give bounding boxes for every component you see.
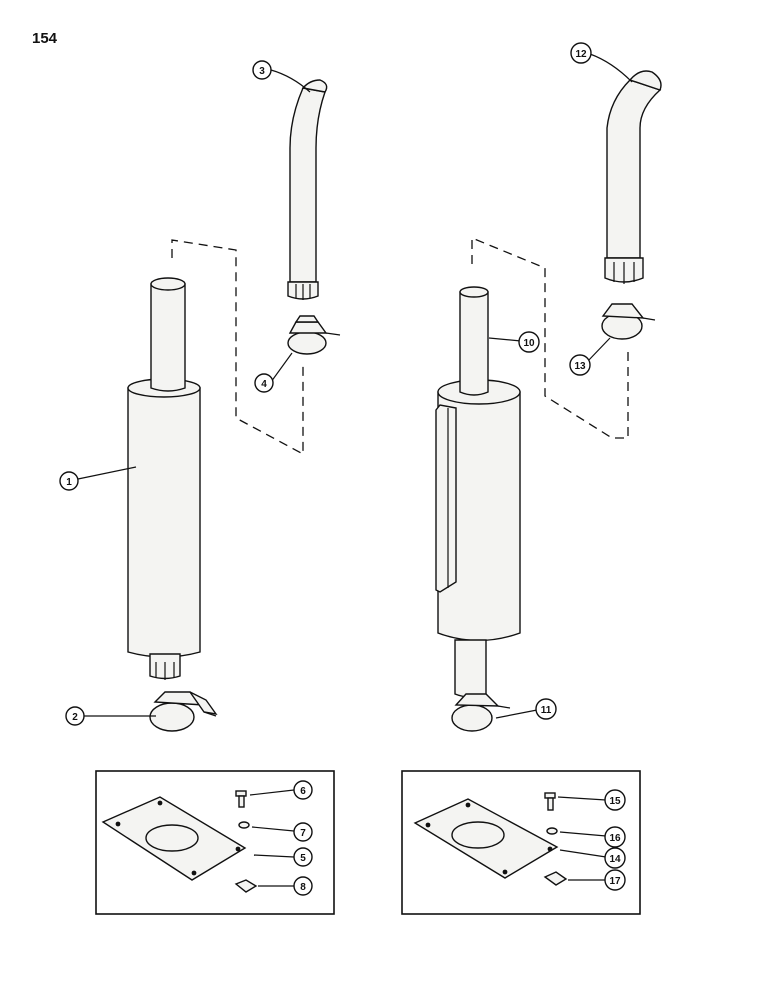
bolt-right <box>544 792 556 811</box>
mounting-plate-right <box>413 798 559 879</box>
dashed-guide-right <box>471 237 629 439</box>
callout-6: 6 <box>293 780 313 800</box>
svg-text:10: 10 <box>523 338 535 349</box>
callout-10: 10 <box>518 331 540 353</box>
svg-text:6: 6 <box>300 786 306 797</box>
mounting-detail-box-left <box>95 770 335 915</box>
svg-text:8: 8 <box>300 882 306 893</box>
svg-text:1: 1 <box>66 477 72 488</box>
page-number: 154 <box>32 30 58 47</box>
leader-lines <box>77 53 633 887</box>
tail-pipe-right <box>604 70 662 284</box>
mounting-detail-box-right <box>401 770 641 915</box>
callout-7: 7 <box>293 822 313 842</box>
callout-13: 13 <box>569 354 591 376</box>
callout-15: 15 <box>604 789 626 811</box>
bolt-left <box>235 790 247 808</box>
tail-pipe-left <box>287 79 328 300</box>
muffler-right <box>435 286 521 698</box>
mounting-plate-left <box>101 796 247 881</box>
clamp-right-upper <box>601 303 656 340</box>
clamp-left-upper <box>287 315 341 355</box>
callout-8: 8 <box>293 876 313 896</box>
svg-text:7: 7 <box>300 828 306 839</box>
callout-17: 17 <box>604 869 626 891</box>
callout-14: 14 <box>604 847 626 869</box>
callout-2: 2 <box>65 706 85 726</box>
svg-text:5: 5 <box>300 853 306 864</box>
svg-text:12: 12 <box>575 49 587 60</box>
svg-text:13: 13 <box>574 361 586 372</box>
svg-text:16: 16 <box>609 833 621 844</box>
washer-left <box>238 821 250 829</box>
svg-text:14: 14 <box>609 854 621 865</box>
callout-5: 5 <box>293 847 313 867</box>
callout-11: 11 <box>535 698 557 720</box>
washer-right <box>546 827 558 835</box>
dashed-guide-left <box>171 239 304 456</box>
svg-text:3: 3 <box>259 66 265 77</box>
callout-12: 12 <box>570 42 592 64</box>
nut-right <box>543 871 568 886</box>
callout-1: 1 <box>59 471 79 491</box>
callout-16: 16 <box>604 826 626 848</box>
nut-left <box>234 879 258 893</box>
callout-3: 3 <box>252 60 272 80</box>
muffler-left <box>127 277 201 680</box>
svg-text:4: 4 <box>261 379 267 390</box>
svg-text:2: 2 <box>72 712 78 723</box>
svg-text:15: 15 <box>609 796 621 807</box>
clamp-left-lower <box>149 691 218 732</box>
svg-text:17: 17 <box>609 876 621 887</box>
clamp-right-lower <box>451 693 511 732</box>
svg-text:11: 11 <box>541 705 552 716</box>
callout-4: 4 <box>254 373 274 393</box>
